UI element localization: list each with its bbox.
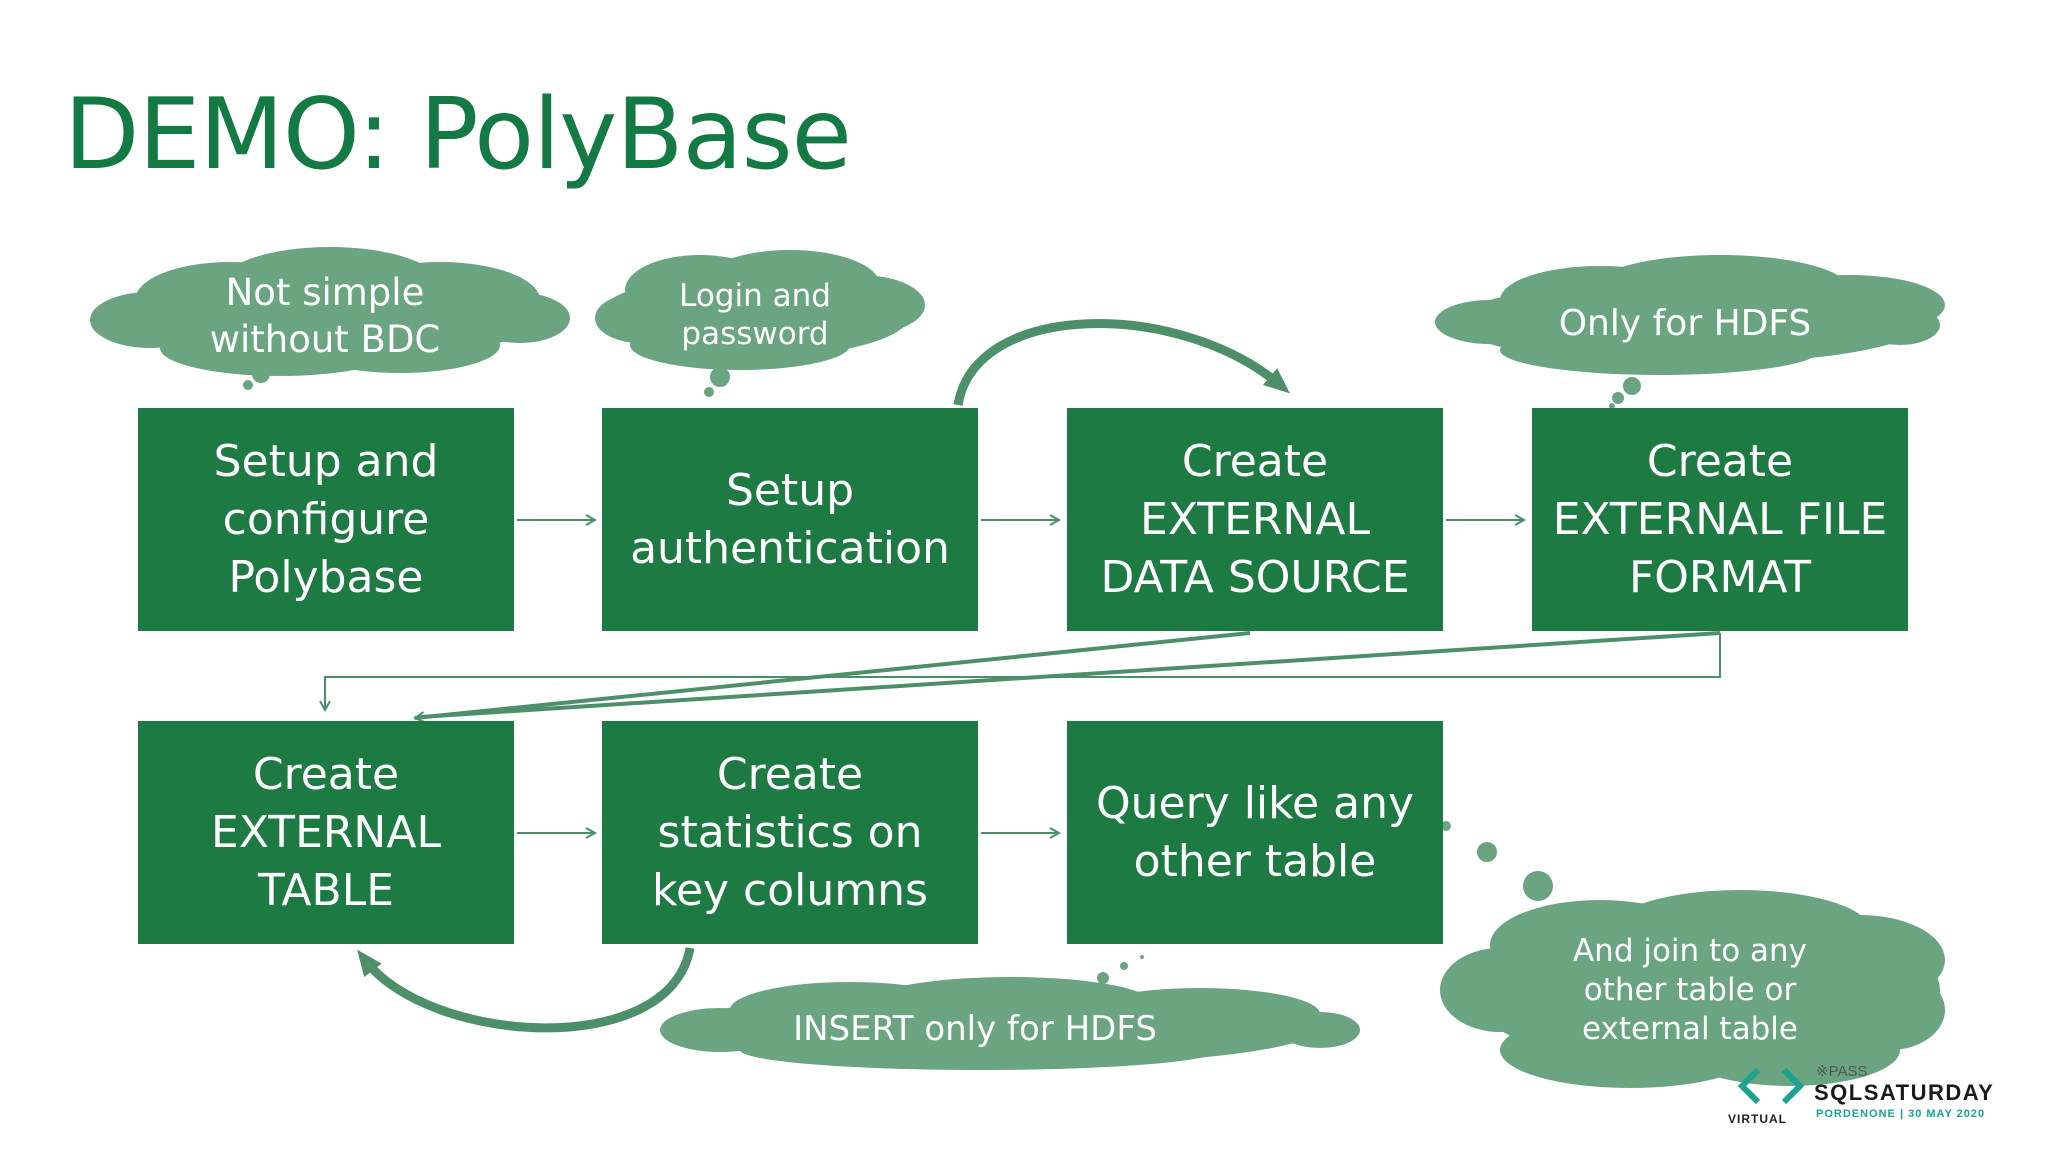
sqlsaturday-logo: VIRTUAL ※PASS SQLSATURDAY PORDENONE | 30… — [1726, 1062, 2026, 1134]
sqlsaturday-logo-mark — [1737, 1067, 1805, 1105]
connector-from-file-format — [419, 631, 1721, 719]
curved-arrow-top — [953, 319, 1290, 406]
step-setup-authentication: Setup authentication — [602, 408, 978, 631]
cloud-insert — [660, 955, 1360, 1070]
logo-virtual: VIRTUAL — [1728, 1112, 1787, 1126]
logo-name: SQLSATURDAY — [1814, 1080, 1995, 1105]
step-setup-polybase: Setup and configure Polybase — [138, 408, 514, 631]
note-only-hdfs: Only for HDFS — [1558, 302, 1812, 344]
step-create-external-file-format: Create EXTERNAL FILE FORMAT — [1532, 408, 1908, 631]
curved-arrow-bottom — [357, 947, 695, 1033]
note-login: Login and password — [679, 278, 831, 352]
note-not-simple: Not simple without BDC — [209, 271, 441, 361]
cloud-not-simple — [90, 247, 570, 390]
note-insert: INSERT only for HDFS — [793, 1009, 1157, 1049]
cloud-join — [1440, 821, 1945, 1088]
logo-event: PORDENONE | 30 MAY 2020 — [1816, 1108, 1986, 1120]
connector-from-data-source — [415, 631, 1251, 718]
step-create-statistics: Create statistics on key columns — [602, 721, 978, 944]
logo-pass: ※PASS — [1816, 1063, 1868, 1080]
step-create-external-data-source: Create EXTERNAL DATA SOURCE — [1067, 408, 1443, 631]
step-query-table: Query like any other table — [1067, 721, 1443, 944]
cloud-login — [595, 250, 925, 397]
step-create-external-table: Create EXTERNAL TABLE — [138, 721, 514, 944]
cloud-hdfs — [1435, 255, 1945, 409]
note-join: And join to any other table or external … — [1572, 932, 1808, 1047]
slide-title: DEMO: PolyBase — [64, 78, 852, 192]
